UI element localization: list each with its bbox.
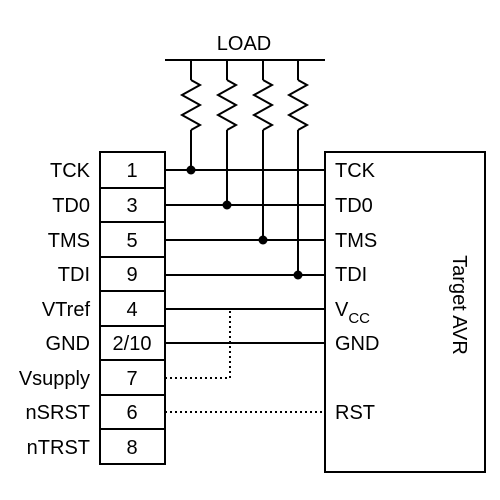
target-avr: TCK TD0 TMS TDI VCC GND RST Target AVR (324, 151, 486, 473)
signal-labels: TCK TD0 TMS TDI VTref GND Vsupply nSRST … (19, 160, 91, 459)
pin-number-ntrst: 8 (126, 437, 137, 459)
junction-dot-tms (258, 235, 268, 245)
target-pin-vcc: VCC (335, 299, 370, 327)
signal-label-vtref: VTref (42, 299, 91, 321)
junction-dot-tck (186, 165, 196, 175)
pin-number-vsupply: 7 (126, 368, 137, 390)
signal-label-nsrst: nSRST (26, 402, 90, 424)
target-outline (324, 151, 486, 473)
wire-vsupply-optional (165, 309, 231, 379)
pin-number-nsrst: 6 (126, 402, 137, 424)
pin-numbers: 1 3 5 9 4 2/10 7 6 8 (113, 160, 152, 459)
target-pin-tck: TCK (335, 160, 376, 182)
signal-label-tdo: TD0 (52, 195, 90, 217)
target-pin-tdo: TD0 (335, 195, 373, 217)
signal-label-gnd: GND (46, 333, 90, 355)
target-pin-gnd: GND (335, 333, 379, 355)
signal-label-tms: TMS (48, 230, 90, 252)
pin-number-tck: 1 (126, 160, 137, 182)
jtag-connector (99, 151, 166, 465)
target-title: Target AVR (448, 255, 470, 355)
pin-number-gnd: 2/10 (113, 333, 152, 355)
resistor-tck (179, 60, 203, 170)
target-pin-tms: TMS (335, 230, 377, 252)
target-pin-rst: RST (335, 402, 375, 424)
signal-wires (165, 169, 325, 413)
resistor-tdi (286, 60, 310, 275)
pin-number-vtref: 4 (126, 299, 137, 321)
load-resistors (179, 60, 310, 275)
signal-label-vsupply: Vsupply (19, 368, 90, 390)
pin-number-tdo: 3 (126, 195, 137, 217)
signal-label-tdi: TDI (58, 264, 90, 286)
target-pin-tdi: TDI (335, 264, 367, 286)
resistor-tms (251, 60, 275, 240)
signal-label-ntrst: nTRST (27, 437, 90, 459)
signal-label-tck: TCK (50, 160, 91, 182)
load-label: LOAD (217, 33, 271, 55)
junction-dots (186, 165, 303, 280)
vcc-subscript: CC (348, 310, 370, 327)
junction-dot-tdo (222, 200, 232, 210)
resistor-tdo (215, 60, 239, 205)
junction-dot-tdi (293, 270, 303, 280)
vcc-main: V (335, 299, 349, 321)
pin-number-tms: 5 (126, 230, 137, 252)
pin-number-tdi: 9 (126, 264, 137, 286)
